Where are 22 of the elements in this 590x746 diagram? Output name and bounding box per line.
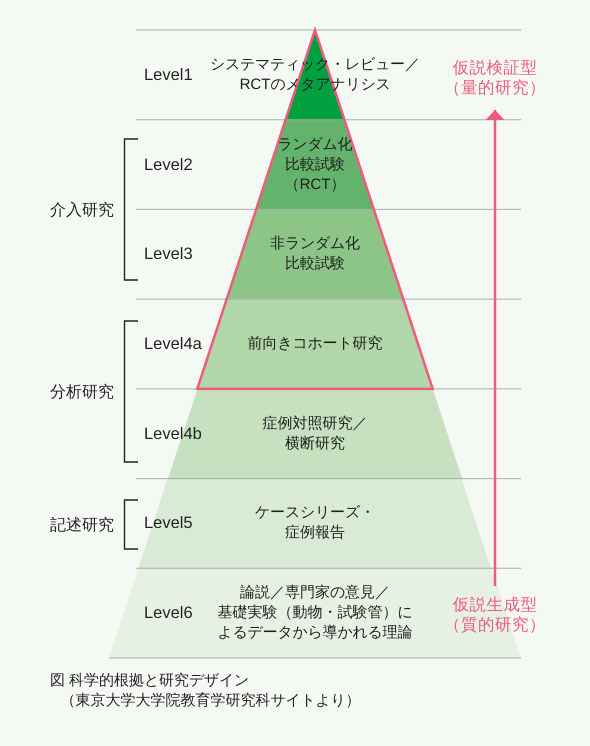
- group-label: 分析研究: [50, 383, 114, 403]
- tier-label: 非ランダム化比較試験: [269, 234, 361, 274]
- tier-label: 症例対照研究／横断研究: [262, 414, 368, 454]
- research-type-label: （量的研究）: [444, 78, 546, 98]
- level-label: Level2: [144, 154, 193, 175]
- tier-label: 論説／専門家の意見／基礎実験（動物・試験管）によるデータから導かれる理論: [216, 583, 414, 644]
- level-label: Level5: [144, 513, 193, 534]
- level-label: Level1: [144, 64, 193, 85]
- figure-caption: 図 科学的根拠と研究デザイン（東京大学大学院教育学研究科サイトより）: [50, 671, 362, 711]
- level-label: Level4a: [144, 334, 202, 354]
- level-label: Level6: [144, 603, 193, 624]
- research-type-label: （質的研究）: [444, 615, 546, 635]
- level-label: Level3: [144, 244, 193, 264]
- group-label: 介入研究: [50, 201, 114, 221]
- tier-label: ランダム化比較試験（RCT）: [276, 134, 354, 195]
- tier-label: 前向きコホート研究: [246, 334, 384, 354]
- research-type-label: 仮説生成型: [452, 595, 538, 615]
- tier-label: ケースシリーズ・症例報告: [254, 503, 376, 544]
- group-label: 記述研究: [50, 516, 114, 536]
- arrow: [486, 110, 504, 586]
- research-type-label: 仮説検証型: [452, 58, 538, 78]
- level-label: Level4b: [144, 424, 202, 444]
